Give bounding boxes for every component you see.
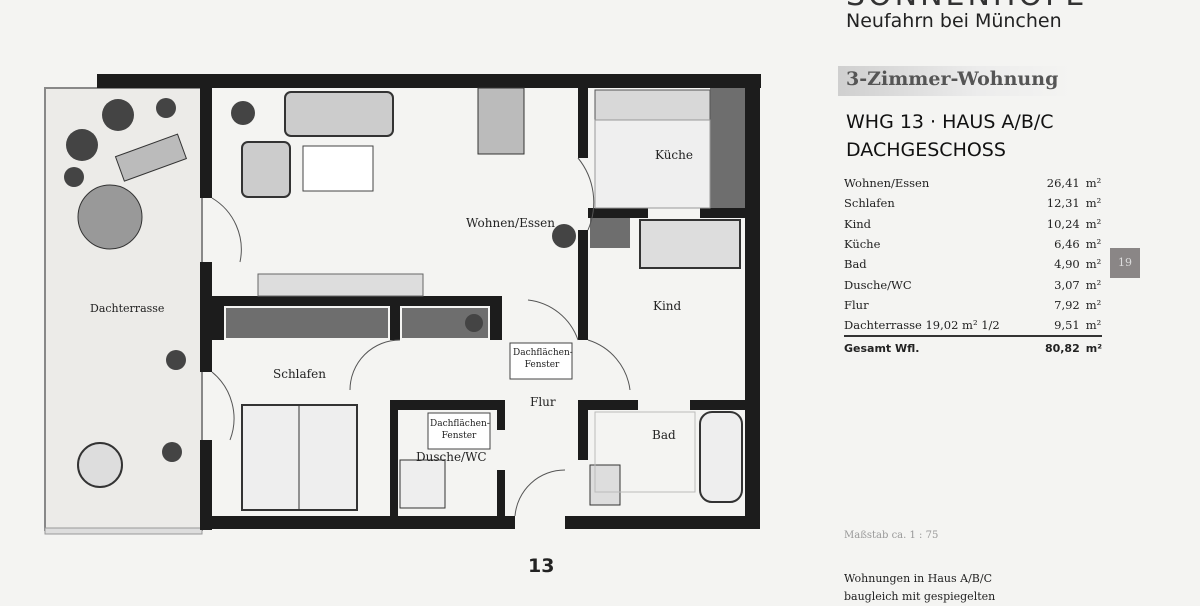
page-badge: 19 bbox=[1110, 248, 1140, 278]
area-value: 9,51 bbox=[1054, 318, 1080, 333]
area-room: Schlafen bbox=[844, 196, 895, 211]
label-skylight-dusche: Dachflächen- Fenster bbox=[430, 418, 490, 442]
area-row: Kind 10,24 m² bbox=[844, 214, 1102, 234]
label-wohnen: Wohnen/Essen bbox=[466, 216, 555, 230]
plant-icon bbox=[66, 129, 98, 161]
total-label: Gesamt Wfl. bbox=[844, 335, 1000, 360]
brand-title: SONNENHÖFE bbox=[846, 0, 1087, 13]
area-unit: m² bbox=[1085, 318, 1102, 333]
area-value: 4,90 bbox=[1054, 257, 1080, 272]
area-room: Wohnen/Essen bbox=[844, 176, 930, 191]
kitchen-counter bbox=[710, 88, 745, 208]
total-unit: m² bbox=[1085, 335, 1103, 360]
area-unit: m² bbox=[1085, 176, 1102, 191]
label-kind: Kind bbox=[653, 299, 682, 313]
city-subtitle: Neufahrn bei München bbox=[846, 10, 1062, 32]
plant-icon bbox=[64, 167, 84, 187]
footer-note-line: Wohnungen in Haus A/B/C bbox=[844, 572, 992, 585]
area-total-row: Gesamt Wfl. 80,82 m² bbox=[844, 335, 1103, 360]
area-unit: m² bbox=[1085, 277, 1102, 292]
area-room: Küche bbox=[844, 237, 881, 252]
total-value: 80,82 bbox=[999, 335, 1086, 360]
area-value: 10,24 bbox=[1046, 216, 1080, 231]
area-table: Wohnen/Essen 26,41 m² Schlafen 12,31 m² Kind 10… bbox=[844, 173, 1103, 360]
area-room: Flur bbox=[844, 297, 869, 312]
label-flur: Flur bbox=[530, 395, 556, 409]
apartment-type: 3-Zimmer-Wohnung bbox=[846, 68, 1059, 90]
dining-table bbox=[477, 87, 525, 155]
area-room: Kind bbox=[844, 216, 872, 231]
sun-lounger bbox=[114, 133, 188, 182]
walls bbox=[97, 74, 761, 530]
area-row: Dusche/WC 3,07 m² bbox=[844, 274, 1102, 294]
area-unit: m² bbox=[1085, 216, 1102, 231]
desk bbox=[590, 218, 630, 248]
label-terrasse: Dachterrasse bbox=[90, 302, 165, 315]
coffee-table bbox=[302, 145, 374, 192]
area-row: Wohnen/Essen 26,41 m² bbox=[844, 173, 1102, 193]
floor-title: DACHGESCHOSS bbox=[846, 139, 1006, 161]
footer-note: Wohnungen in Haus A/B/C baugleich mit ge… bbox=[844, 570, 995, 606]
skylight-dusche bbox=[427, 412, 491, 450]
area-value: 26,41 bbox=[1046, 176, 1080, 191]
area-value: 6,46 bbox=[1054, 237, 1080, 252]
area-value: 12,31 bbox=[1046, 196, 1080, 211]
bathtub bbox=[699, 411, 743, 503]
floor-plan: A B C N O S W bbox=[44, 74, 761, 535]
label-bad: Bad bbox=[652, 428, 676, 442]
page-number: 13 bbox=[528, 555, 555, 577]
scale-note: Maßstab ca. 1 : 75 bbox=[844, 530, 939, 541]
skylight-label-line: Dachflächen- bbox=[430, 419, 490, 429]
plant-icon bbox=[552, 224, 576, 248]
area-room: Dusche/WC bbox=[844, 277, 912, 292]
plant-icon bbox=[465, 314, 483, 332]
plant-icon bbox=[162, 442, 182, 462]
area-unit: m² bbox=[1085, 257, 1102, 272]
area-room: Bad bbox=[844, 257, 867, 272]
sofa bbox=[284, 91, 394, 137]
skylight-label-line: Dachflächen- bbox=[513, 348, 573, 358]
terrace-table bbox=[77, 442, 123, 488]
area-value: 3,07 bbox=[1054, 277, 1080, 292]
area-row: Flur 7,92 m² bbox=[844, 295, 1102, 315]
armchair bbox=[241, 141, 291, 198]
sideboard bbox=[257, 273, 424, 297]
plant-icon bbox=[102, 99, 134, 131]
area-value: 7,92 bbox=[1054, 297, 1080, 312]
footer-note-line: baugleich mit gespiegelten bbox=[844, 590, 996, 603]
skylight-label-line: Fenster bbox=[441, 431, 477, 441]
label-dusche: Dusche/WC bbox=[416, 450, 487, 464]
area-unit: m² bbox=[1085, 297, 1102, 312]
plant-icon bbox=[156, 98, 176, 118]
door-swings bbox=[211, 157, 631, 517]
area-unit: m² bbox=[1085, 237, 1102, 252]
label-kueche: Küche bbox=[655, 148, 693, 162]
parasol bbox=[77, 184, 143, 250]
area-room: Dachterrasse 19,02 m² 1/2 bbox=[844, 318, 1000, 333]
kitchen-floor bbox=[594, 119, 711, 209]
child-bed bbox=[639, 219, 741, 269]
unit-title: WHG 13 · HAUS A/B/C bbox=[846, 111, 1054, 133]
kitchen-counter bbox=[594, 89, 711, 121]
wardrobe bbox=[226, 308, 388, 338]
area-row: Bad 4,90 m² bbox=[844, 254, 1102, 274]
plant-icon bbox=[166, 350, 186, 370]
skylight-flur bbox=[509, 342, 573, 380]
area-row: Schlafen 12,31 m² bbox=[844, 193, 1102, 213]
area-unit: m² bbox=[1085, 196, 1102, 211]
apartment-type-band bbox=[838, 66, 1073, 96]
plant-icon bbox=[231, 101, 255, 125]
bath-tiles bbox=[594, 411, 696, 493]
skylight-label-line: Fenster bbox=[524, 360, 560, 370]
unit-heading: WHG 13 · HAUS A/B/C DACHGESCHOSS bbox=[846, 108, 1054, 164]
shower bbox=[399, 459, 446, 509]
label-schlafen: Schlafen bbox=[273, 367, 326, 381]
area-row: Dachterrasse 19,02 m² 1/2 9,51 m² bbox=[844, 315, 1102, 336]
terrace-edge bbox=[44, 527, 203, 535]
area-rows: Wohnen/Essen 26,41 m² Schlafen 12,31 m² Kind 10… bbox=[844, 173, 1102, 336]
label-skylight-flur: Dachflächen- Fenster bbox=[513, 347, 573, 371]
area-row: Küche 6,46 m² bbox=[844, 234, 1102, 254]
